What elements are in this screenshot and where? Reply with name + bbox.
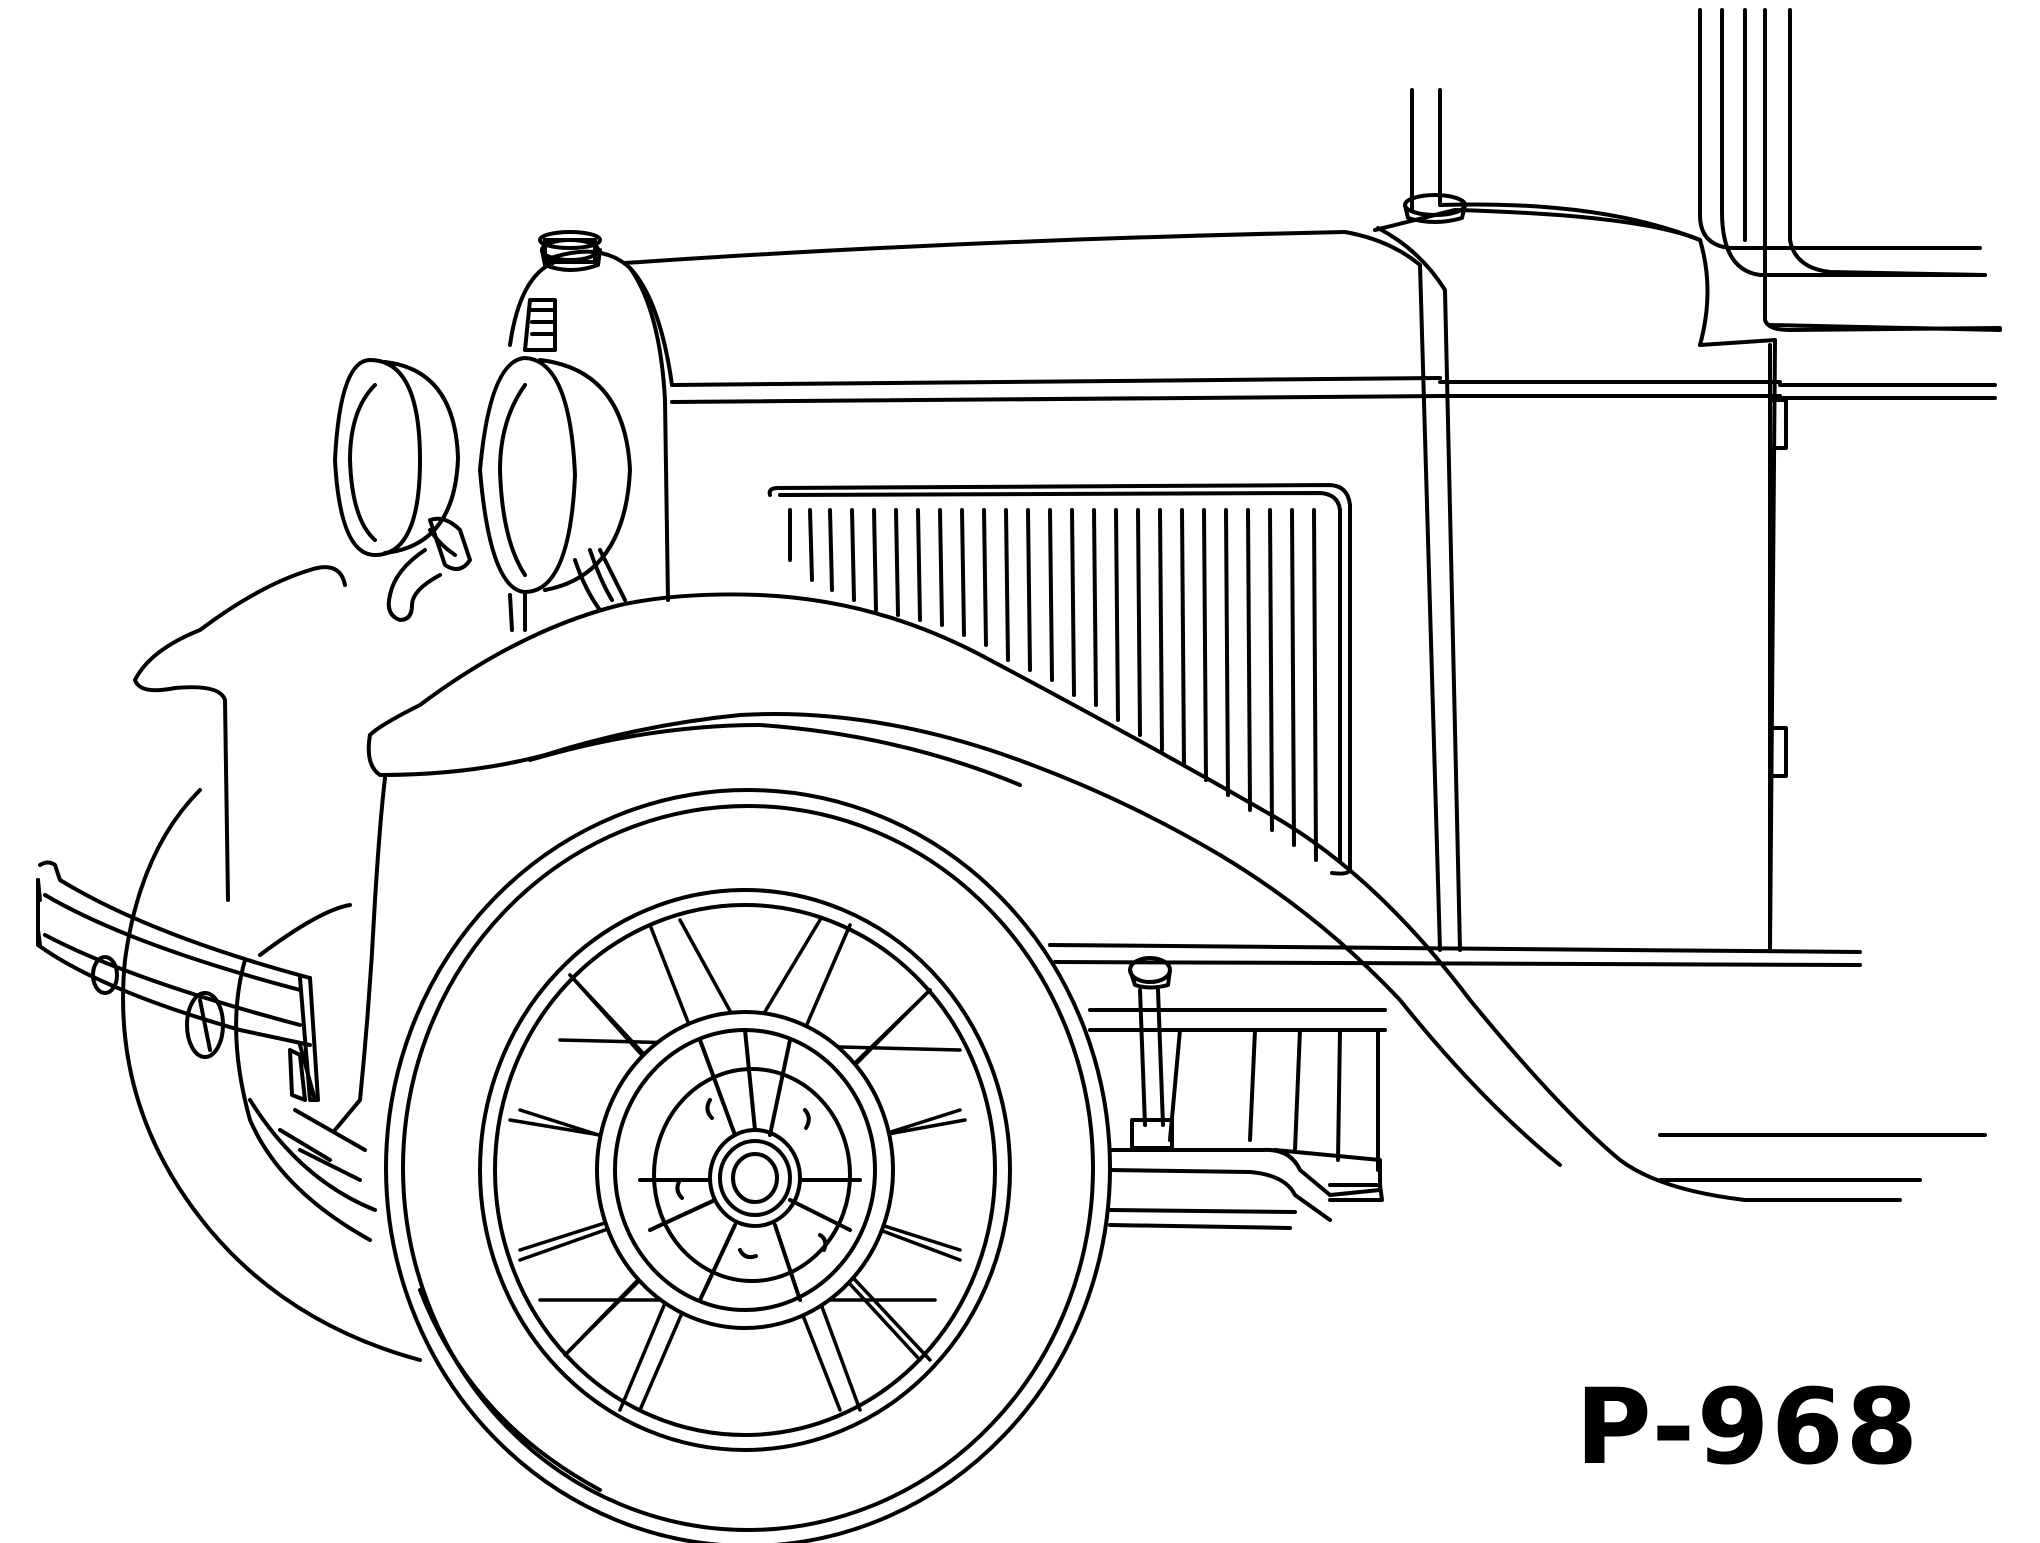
right-headlamp bbox=[478, 356, 632, 594]
bumper bbox=[36, 860, 320, 1102]
hood bbox=[623, 208, 1782, 952]
running-board-and-frame bbox=[1048, 943, 1987, 1230]
front-wheel-hub bbox=[595, 1010, 895, 1330]
headlamp-bracket bbox=[386, 516, 627, 632]
far-wheel bbox=[121, 788, 422, 1362]
steering-arm bbox=[1128, 956, 1174, 1150]
front-wheel-rim bbox=[478, 888, 1012, 1452]
front-wheel-tire bbox=[384, 788, 1112, 1543]
radiator-cap bbox=[540, 238, 602, 272]
hood-side-louvres bbox=[767, 483, 1352, 876]
figure-plate-label: P-968 bbox=[1575, 1366, 1920, 1488]
cowl-and-door bbox=[1438, 202, 2002, 952]
cab-window-frame bbox=[1410, 8, 2002, 332]
front-fender bbox=[133, 565, 1902, 1202]
left-headlamp bbox=[333, 358, 460, 557]
cowl-vent-cap bbox=[1403, 193, 1467, 224]
